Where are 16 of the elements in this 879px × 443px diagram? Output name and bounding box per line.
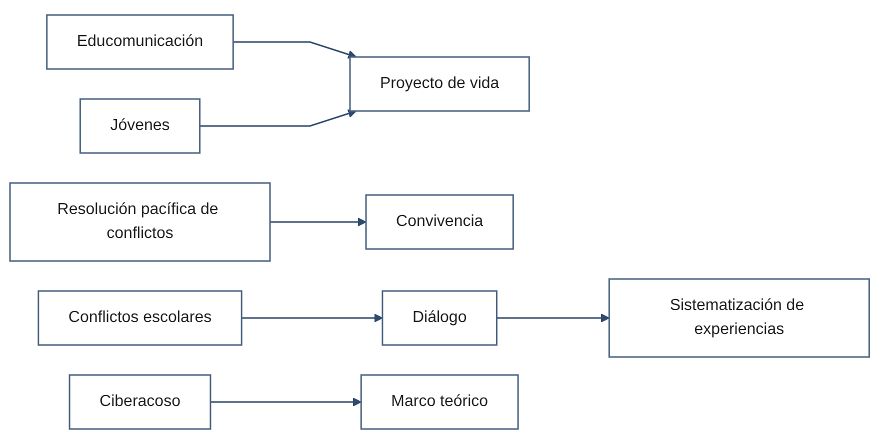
arrow bbox=[210, 397, 362, 406]
arrow bbox=[233, 40, 357, 58]
node-box: Educomunicación bbox=[46, 14, 234, 70]
arrow bbox=[496, 313, 610, 322]
node-box: Diálogo bbox=[382, 290, 498, 346]
node-box: Conflictos escolares bbox=[38, 290, 242, 346]
arrow bbox=[242, 313, 383, 322]
node-box: Convivencia bbox=[365, 194, 514, 250]
node-box: Marco teórico bbox=[360, 374, 519, 430]
arrow bbox=[270, 217, 366, 226]
arrow bbox=[200, 108, 357, 126]
node-box: Ciberacoso bbox=[68, 374, 212, 430]
node-box: Proyecto de vida bbox=[349, 56, 530, 112]
node-box: Jóvenes bbox=[79, 98, 200, 154]
node-box: Sistematización de experiencias bbox=[608, 278, 870, 358]
node-box: Resolución pacífica de conflictos bbox=[9, 182, 271, 262]
